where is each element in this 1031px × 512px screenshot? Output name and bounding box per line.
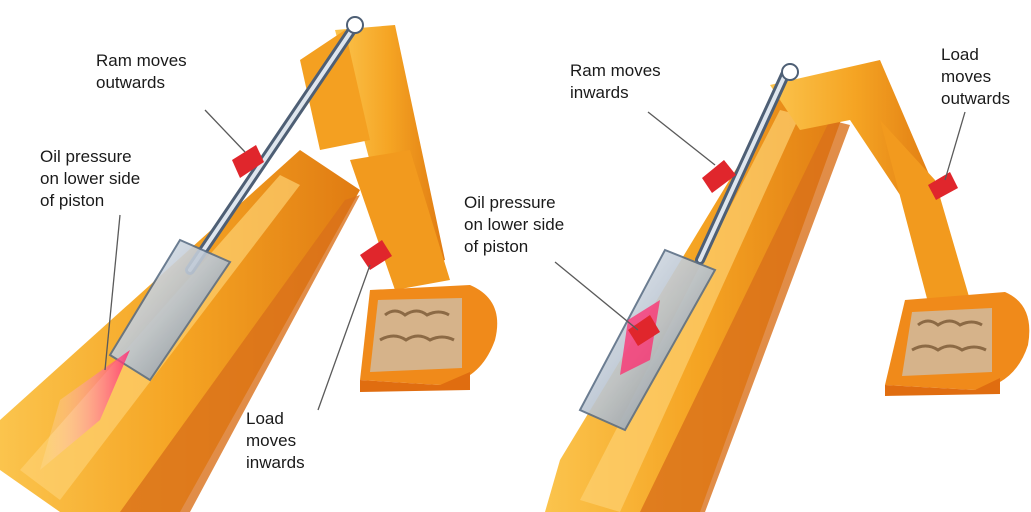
label-right-ram: Ram moves inwards — [570, 60, 661, 104]
right-forearm — [880, 120, 970, 310]
label-right-oil-pressure: Oil pressure on lower side of piston — [464, 192, 564, 258]
label-left-load: Load moves inwards — [246, 408, 305, 474]
right-excavator-arm — [545, 60, 1029, 512]
label-right-load: Load moves outwards — [941, 44, 1010, 110]
right-bucket — [885, 292, 1029, 396]
left-bucket — [360, 285, 497, 392]
label-left-ram: Ram moves outwards — [96, 50, 187, 94]
label-left-oil-pressure: Oil pressure on lower side of piston — [40, 146, 140, 212]
